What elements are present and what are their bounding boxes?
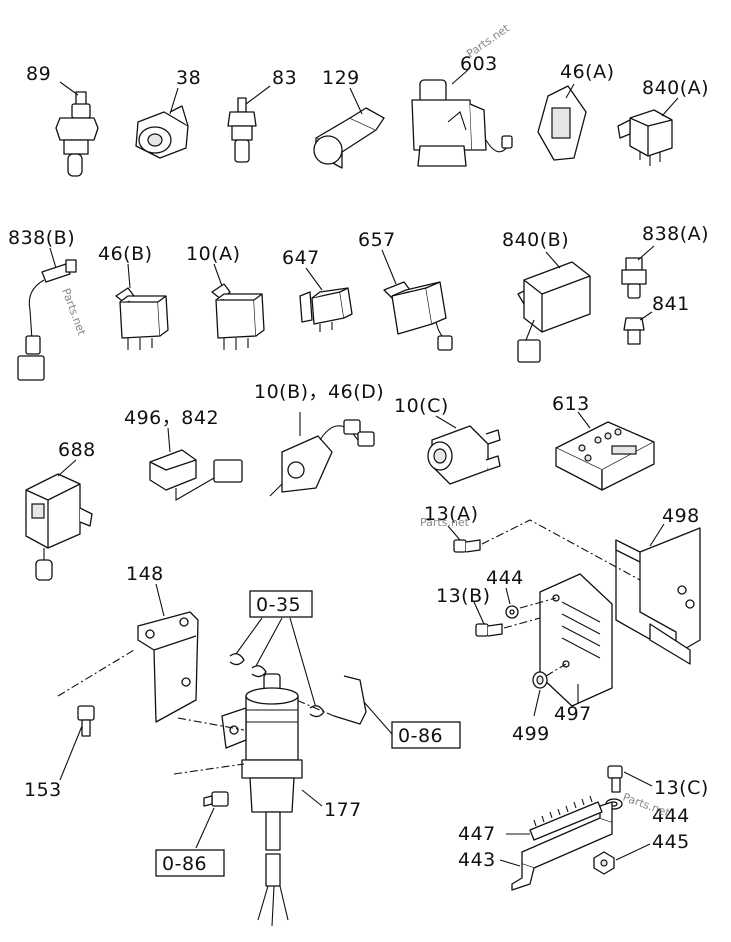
part-10c-solenoid bbox=[427, 415, 501, 485]
part-13b-bolt bbox=[473, 601, 541, 637]
label-10b-46d: 10(B)，46(D) bbox=[254, 381, 384, 403]
part-83-switch bbox=[227, 85, 271, 163]
part-46a-relay bbox=[537, 83, 587, 161]
part-10a-relay bbox=[211, 263, 265, 350]
label-838a: 838(A) bbox=[642, 223, 709, 245]
part-10b-46d-assembly bbox=[269, 412, 375, 497]
part-153-bolt bbox=[57, 649, 135, 781]
label-46b: 46(B) bbox=[98, 243, 153, 265]
part-447-terminal-strip bbox=[506, 795, 603, 841]
label-840b: 840(B) bbox=[502, 229, 569, 251]
label-444: 444 bbox=[486, 567, 524, 589]
label-447: 447 bbox=[458, 823, 496, 845]
label-496-842: 496，842 bbox=[124, 407, 219, 429]
ref-0-86-right-box bbox=[391, 721, 461, 749]
part-499-grommet bbox=[532, 663, 567, 717]
part-177-solenoid bbox=[177, 673, 323, 927]
label-497: 497 bbox=[554, 703, 592, 725]
part-613-controller bbox=[555, 411, 655, 491]
label-153: 153 bbox=[24, 779, 62, 801]
label-647: 647 bbox=[282, 247, 320, 269]
part-840a-relay bbox=[617, 97, 679, 166]
part-688-module bbox=[25, 459, 93, 581]
label-445: 445 bbox=[652, 831, 690, 853]
part-838b-sensor bbox=[17, 247, 77, 381]
label-13c: 13(C) bbox=[654, 777, 709, 799]
part-46b-relay bbox=[115, 263, 169, 350]
part-647-relay bbox=[299, 267, 353, 332]
part-89-sensor bbox=[55, 81, 99, 177]
part-129-sensor bbox=[313, 87, 385, 169]
label-498: 498 bbox=[662, 505, 700, 527]
label-10c: 10(C) bbox=[394, 395, 449, 417]
part-148-bracket bbox=[137, 583, 199, 723]
label-0-35: 0-35 bbox=[256, 594, 301, 616]
label-38: 38 bbox=[176, 67, 201, 89]
part-657-module bbox=[381, 249, 453, 351]
part-13a-bolt bbox=[447, 519, 641, 581]
part-840b-relay bbox=[517, 251, 591, 363]
part-bolt-lower bbox=[173, 763, 245, 849]
part-498-bracket bbox=[615, 523, 701, 665]
label-83: 83 bbox=[272, 67, 297, 89]
part-444-washer bbox=[505, 587, 557, 619]
part-38-bracket bbox=[135, 87, 189, 159]
part-497-grille-plate bbox=[539, 573, 613, 707]
label-129: 129 bbox=[322, 67, 360, 89]
label-0-86-right: 0-86 bbox=[398, 725, 443, 747]
part-838a-switch bbox=[621, 245, 655, 299]
label-657: 657 bbox=[358, 229, 396, 251]
label-603: 603 bbox=[460, 53, 498, 75]
label-148: 148 bbox=[126, 563, 164, 585]
part-443-bracket bbox=[499, 801, 613, 891]
watermark-2: Parts.net bbox=[59, 287, 88, 338]
label-46a: 46(A) bbox=[560, 61, 615, 83]
label-444b: 444 bbox=[652, 805, 690, 827]
part-496-842-harness bbox=[149, 427, 243, 501]
part-841-fitting bbox=[623, 311, 653, 345]
part-603-valve bbox=[411, 69, 513, 167]
label-613: 613 bbox=[552, 393, 590, 415]
part-445-nut bbox=[593, 843, 651, 875]
label-841: 841 bbox=[652, 293, 690, 315]
label-13a: 13(A) bbox=[424, 503, 479, 525]
ref-0-35 bbox=[229, 590, 325, 718]
label-177: 177 bbox=[324, 799, 362, 821]
label-840a: 840(A) bbox=[642, 77, 709, 99]
label-0-86-bottom: 0-86 bbox=[162, 853, 207, 875]
part-13c-bolt bbox=[607, 765, 653, 793]
label-443: 443 bbox=[458, 849, 496, 871]
ref-0-86-bottom-box bbox=[155, 849, 225, 877]
label-89: 89 bbox=[26, 63, 51, 85]
watermark-3: Parts.net bbox=[420, 516, 470, 529]
label-688: 688 bbox=[58, 439, 96, 461]
label-10a: 10(A) bbox=[186, 243, 241, 265]
label-13b: 13(B) bbox=[436, 585, 491, 607]
label-499: 499 bbox=[512, 723, 550, 745]
label-838b: 838(B) bbox=[8, 227, 75, 249]
